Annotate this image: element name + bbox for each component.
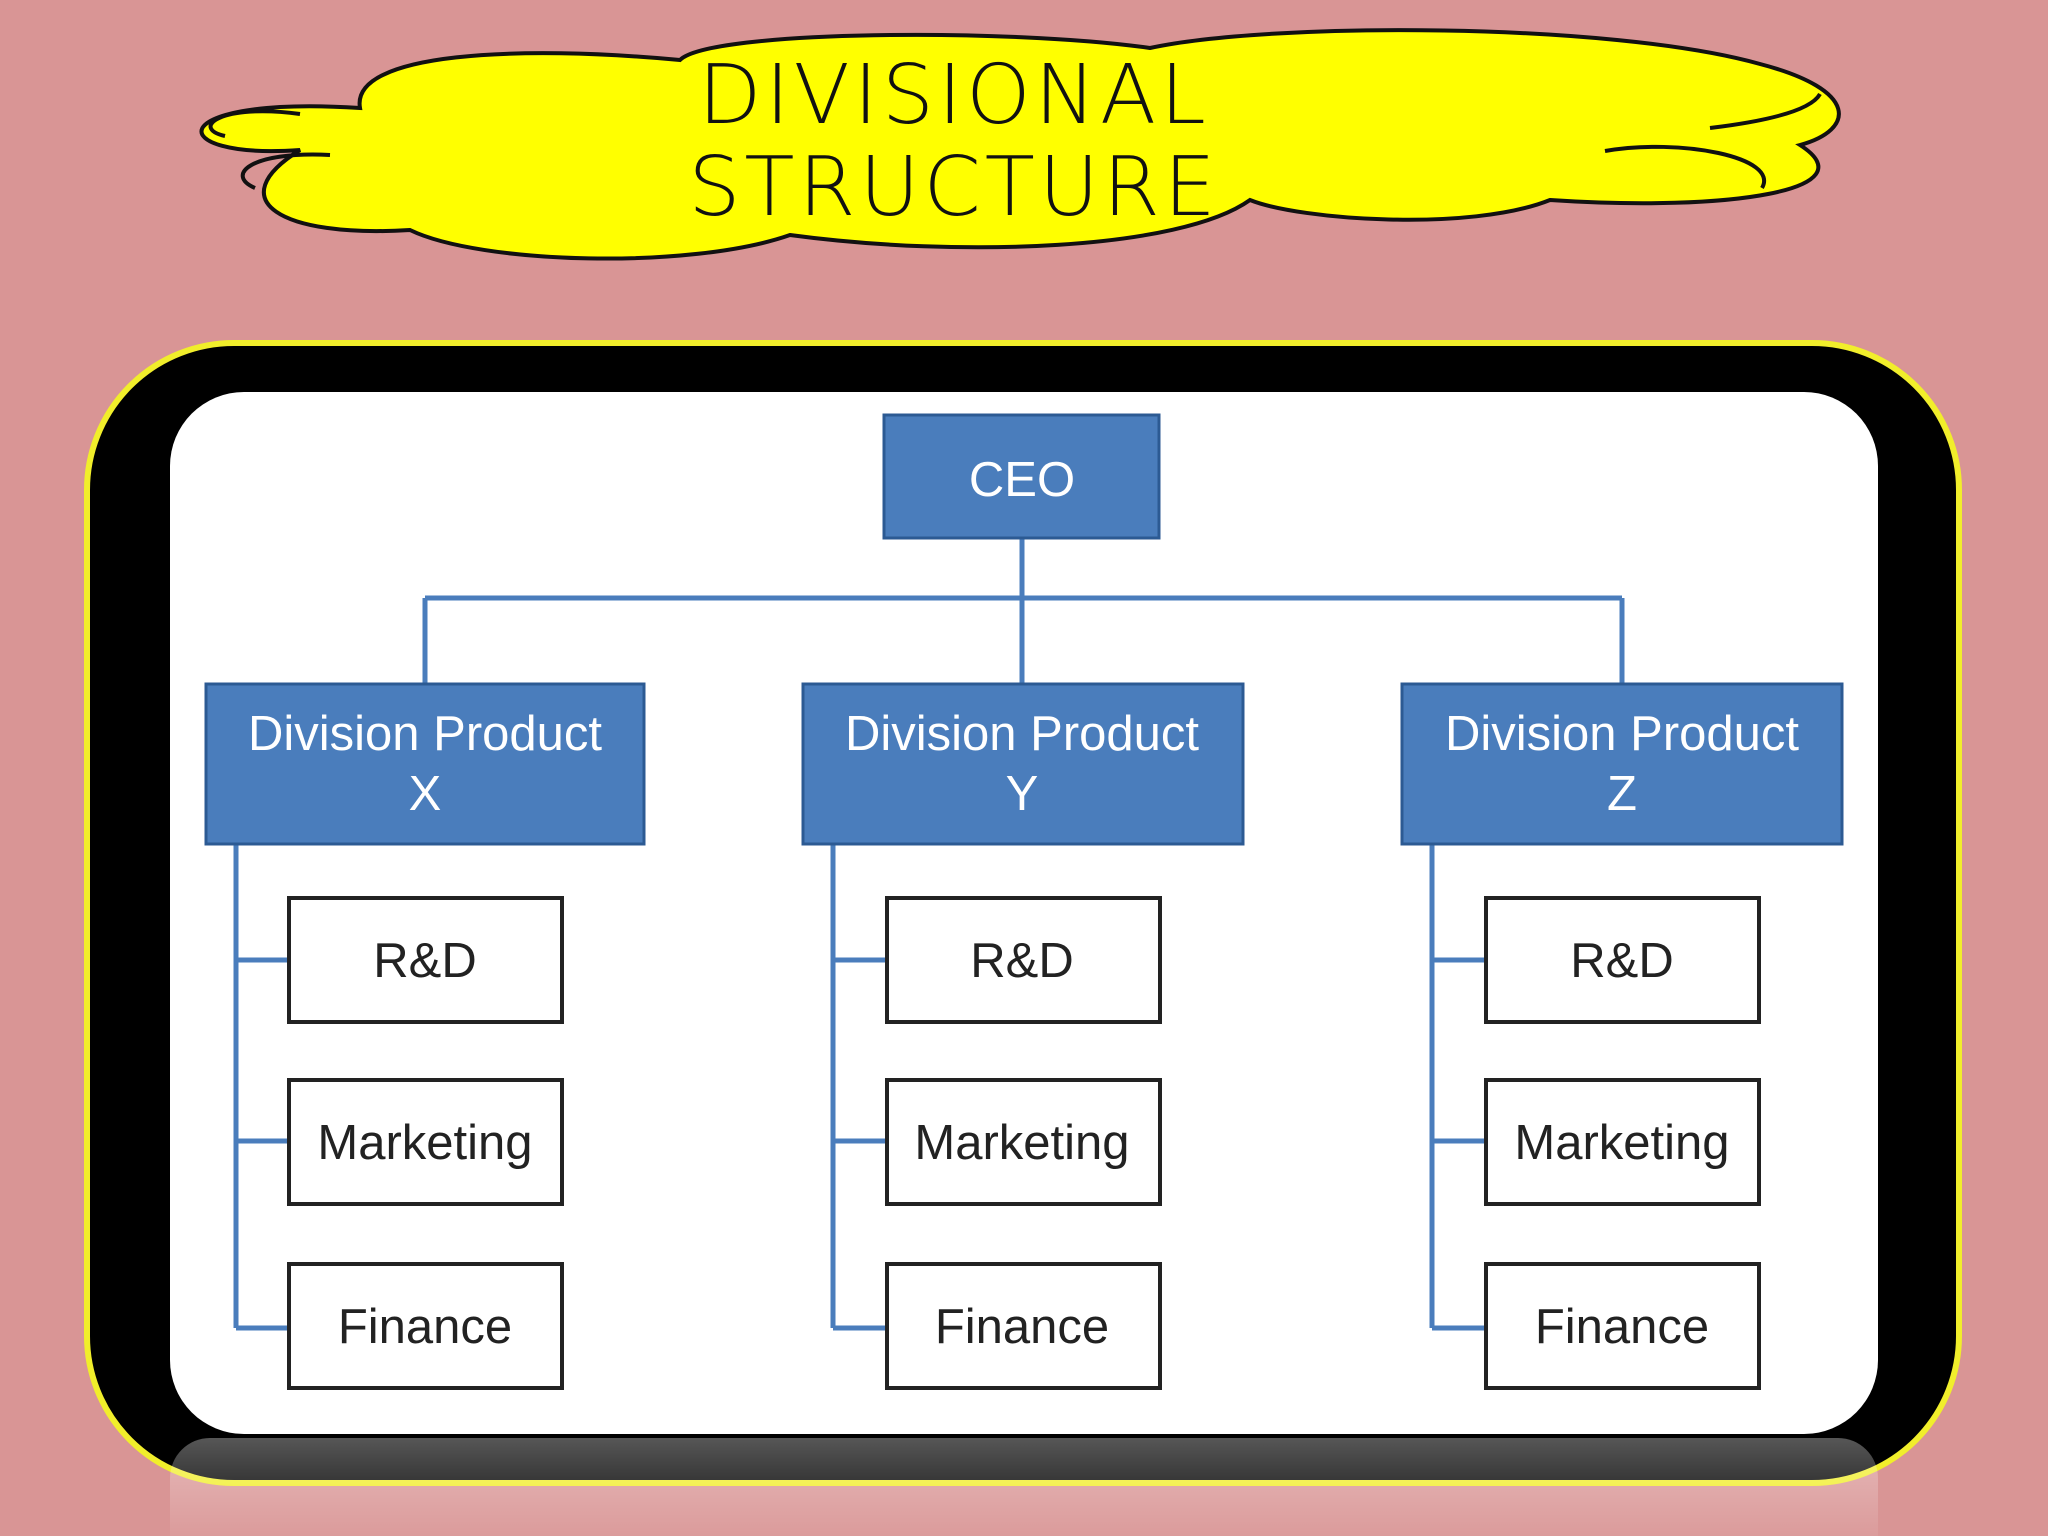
department-label: Finance [1535, 1300, 1709, 1354]
chart-panel: CEO Division Product X Division Product … [170, 392, 1878, 1434]
department-label: Marketing [914, 1116, 1129, 1170]
division-node-x: Division Product X [204, 682, 646, 846]
department-label: Finance [935, 1300, 1109, 1354]
department-label: Marketing [317, 1116, 532, 1170]
division-node-z: Division Product Z [1400, 682, 1844, 846]
panel-reflection [170, 1438, 1878, 1536]
department-nodes-x: R&D Marketing Finance [287, 896, 564, 1390]
department-label: Finance [338, 1300, 512, 1354]
division-node-y: Division Product Y [801, 682, 1245, 846]
title-cloud [199, 28, 1841, 261]
division-x-suffix: X [409, 767, 442, 821]
slide-title: DIVISIONAL STRUCTURE [688, 48, 1220, 235]
department-label: R&D [970, 934, 1073, 988]
division-x-name: Division Product [248, 707, 602, 761]
department-label: Marketing [1514, 1116, 1729, 1170]
ceo-node: CEO [882, 413, 1161, 540]
department-label: R&D [1570, 934, 1673, 988]
division-z-suffix: Z [1607, 767, 1637, 821]
department-nodes-y: R&D Marketing Finance [885, 896, 1162, 1390]
division-z-name: Division Product [1445, 707, 1799, 761]
division-y-name: Division Product [845, 707, 1199, 761]
division-y-suffix: Y [1006, 767, 1039, 821]
ceo-label: CEO [969, 453, 1075, 507]
org-chart: CEO Division Product X Division Product … [204, 413, 1844, 1390]
department-nodes-z: R&D Marketing Finance [1484, 896, 1761, 1390]
department-label: R&D [373, 934, 476, 988]
